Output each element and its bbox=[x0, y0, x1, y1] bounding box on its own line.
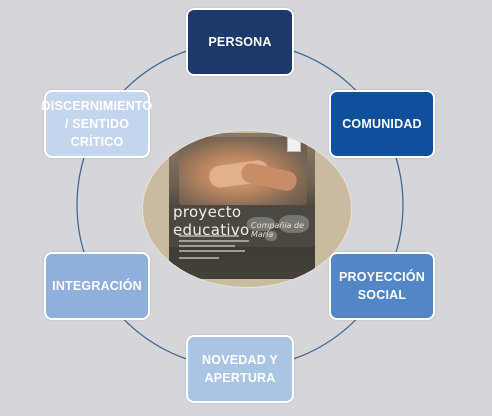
center-image: proyecto educativo Compañía de María bbox=[142, 130, 352, 288]
node-novedad-apertura: NOVEDAD Y APERTURA bbox=[186, 335, 294, 403]
node-discernimiento: DISCERNIMIENTO / SENTIDO CRÍTICO bbox=[42, 90, 152, 158]
node-proyeccion-social: PROYECCIÓN SOCIAL bbox=[329, 252, 435, 320]
node-integracion: INTEGRACIÓN bbox=[44, 252, 150, 320]
logo-icon bbox=[287, 136, 301, 152]
node-persona: PERSONA bbox=[186, 8, 294, 76]
node-comunidad: COMUNIDAD bbox=[329, 90, 435, 158]
holding-hands-photo bbox=[179, 137, 307, 205]
cover-subtitle: Compañía de María bbox=[251, 221, 304, 239]
book-cover: proyecto educativo Compañía de María bbox=[169, 133, 315, 279]
cover-title: proyecto educativo bbox=[173, 203, 250, 239]
